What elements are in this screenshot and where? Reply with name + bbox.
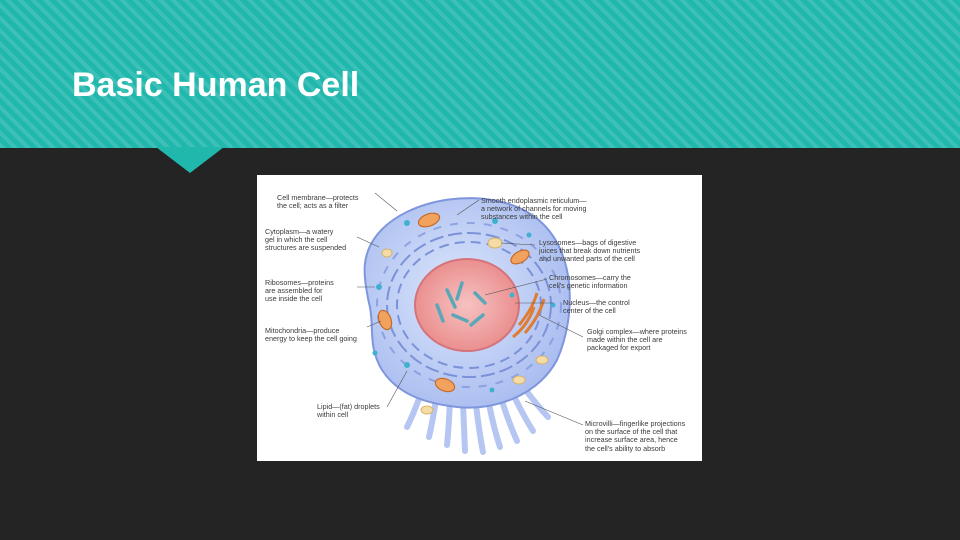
- label-cell-membrane: Cell membrane—protects the cell; acts as…: [277, 193, 359, 211]
- label-mitochondria: Mitochondria—produce energy to keep the …: [265, 326, 357, 344]
- lysosomes: [381, 237, 549, 415]
- leader-lines: [356, 192, 584, 426]
- label-chromosomes: Chromosomes—carry the cell's genetic inf…: [549, 273, 631, 291]
- label-smooth-er: Smooth endoplasmic reticulum— a network …: [481, 196, 587, 222]
- slide-title: Basic Human Cell: [72, 66, 360, 104]
- chromosomes: [435, 281, 487, 327]
- cell-diagram: Cell membrane—protects the cell; acts as…: [257, 175, 702, 461]
- cell-illustration: [356, 192, 584, 455]
- golgi-complex: [512, 292, 546, 339]
- label-ribosomes: Ribosomes—proteins are assembled for use…: [265, 278, 334, 304]
- banner-notch: [156, 147, 224, 173]
- title-banner: Basic Human Cell: [0, 0, 960, 148]
- label-microvilli: Microvilli—fingerlike projections on the…: [585, 419, 686, 453]
- label-cytoplasm: Cytoplasm—a watery gel in which the cell…: [265, 227, 347, 253]
- label-lysosomes: Lysosomes—bags of digestive juices that …: [539, 238, 641, 264]
- label-lipid: Lipid—(fat) droplets within cell: [317, 402, 380, 420]
- ribosomes: [372, 218, 556, 393]
- mitochondria: [377, 212, 530, 393]
- label-golgi: Golgi complex—where proteins made within…: [587, 327, 687, 353]
- nucleus: [414, 258, 520, 352]
- label-nucleus: Nucleus—the control center of the cell: [563, 298, 630, 316]
